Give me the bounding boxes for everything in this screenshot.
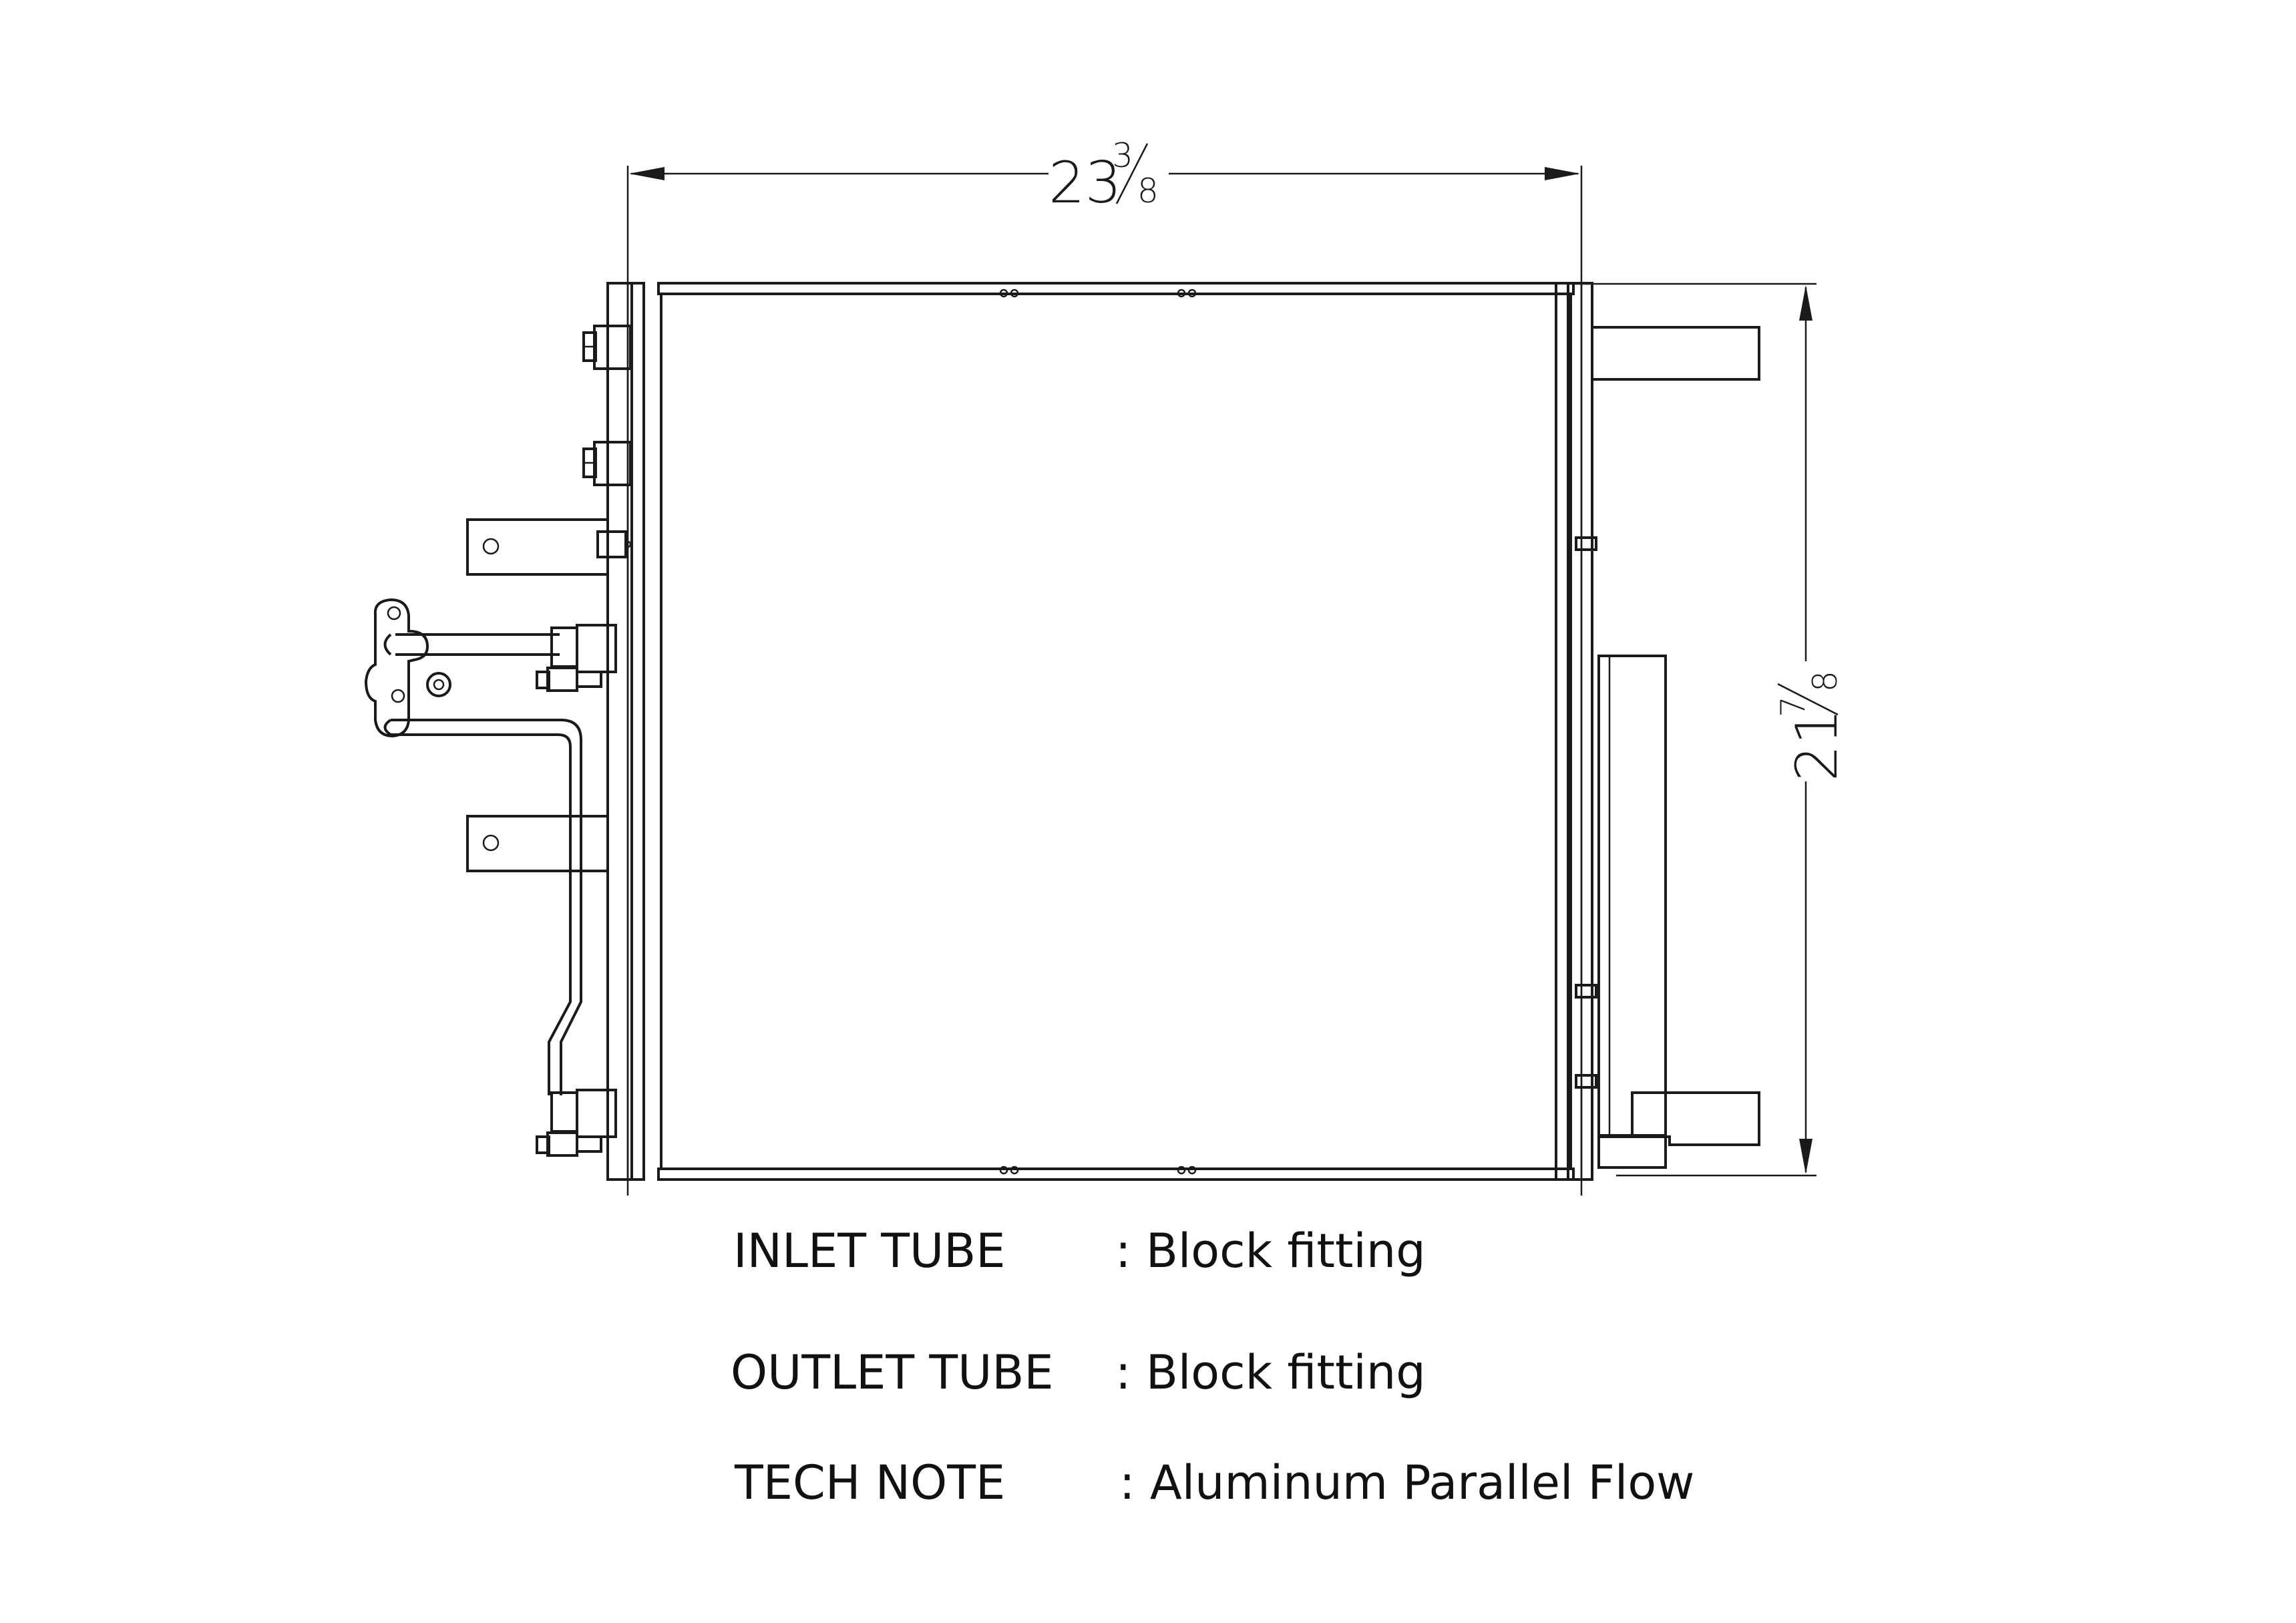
inlet-block-fitting [536,624,617,692]
outlet-tube [383,719,582,1095]
spec-value-tech-note: : Aluminum Parallel Flow [1119,1455,1695,1510]
left-lower-bracket [466,815,609,872]
inlet-tube [383,633,560,656]
left-upper-bracket [466,518,632,576]
right-lower-bracket [1631,1091,1760,1146]
height-numerator: 7 [1774,696,1812,717]
height-dimension: 21 7 8 [1566,283,1851,1177]
outlet-block-fitting [536,1089,617,1157]
width-denominator: 8 [1137,172,1159,210]
tube-flange-block [364,598,451,738]
spec-label-inlet: INLET TUBE [733,1224,1006,1278]
width-numerator: 3 [1112,136,1133,175]
height-denominator: 8 [1806,671,1845,692]
spec-label-tech-note: TECH NOTE [735,1455,1006,1510]
width-whole: 23 [1048,150,1121,216]
height-whole: 21 [1784,709,1851,781]
right-upper-bracket [1591,326,1760,381]
condenser-core [657,282,1575,1181]
spec-label-outlet: OUTLET TUBE [731,1345,1054,1400]
spec-value-inlet: : Block fitting [1115,1224,1426,1278]
upper-mount-bolt-2 [582,441,632,486]
spec-value-outlet: : Block fitting [1115,1345,1426,1400]
left-header-tank [606,282,645,1181]
upper-mount-bolt-1 [582,325,632,370]
right-header-tank [1555,282,1597,1181]
